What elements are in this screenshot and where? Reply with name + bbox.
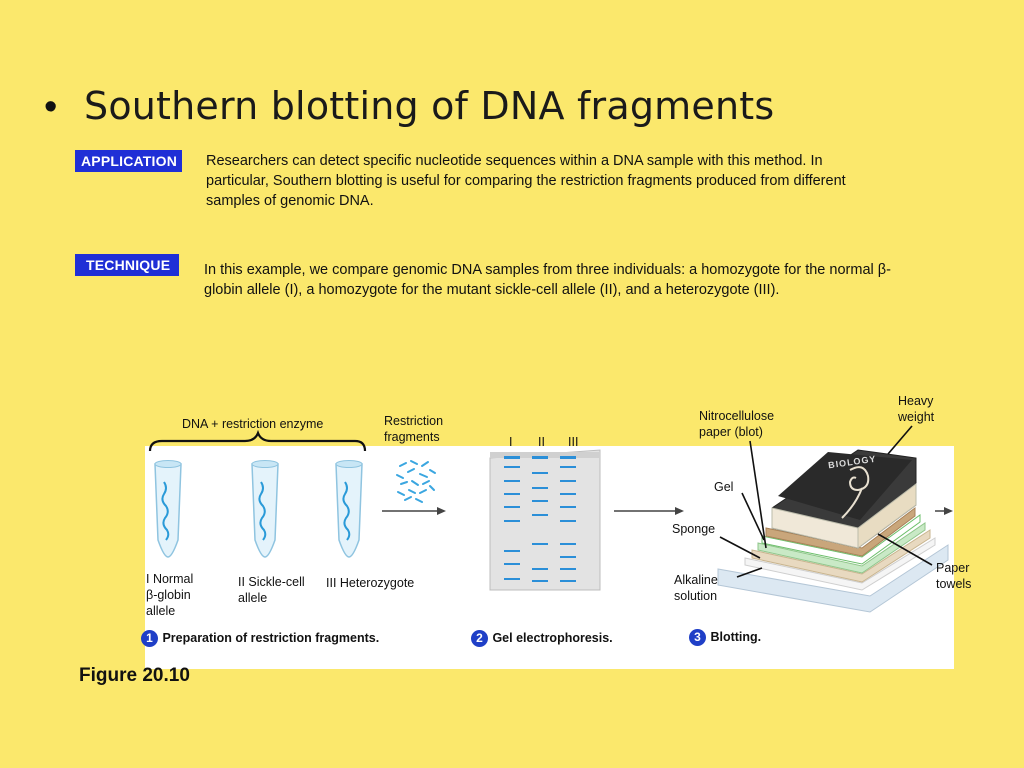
tube-2-label-line2: allele <box>238 591 268 605</box>
tube-1 <box>154 460 182 558</box>
slide-title: Southern blotting of DNA fragments <box>84 84 775 128</box>
application-text: Researchers can detect specific nucleoti… <box>206 153 846 209</box>
gel-bands <box>504 456 576 582</box>
step-2-number: 2 <box>471 630 488 647</box>
figure-caption: Figure 20.10 <box>79 665 190 686</box>
step-1: 1 Preparation of restriction fragments. <box>141 629 379 647</box>
label-sponge: Sponge <box>672 522 716 536</box>
technique-badge: TECHNIQUE <box>75 254 180 276</box>
label-heavy-weight-line1: Heavy <box>898 394 934 408</box>
label-fragments-line2: fragments <box>384 430 440 444</box>
step-1-number: 1 <box>141 630 158 647</box>
step-1-label: Preparation of restriction fragments. <box>162 631 380 645</box>
tube-2-label: II Sickle-cell allele <box>238 574 305 606</box>
arrow-2 <box>614 507 684 515</box>
label-nitrocellulose-line2: paper (blot) <box>699 425 763 439</box>
label-fragments: Restriction fragments <box>384 413 443 445</box>
label-heavy-weight-line2: weight <box>898 410 935 424</box>
label-paper-towels: Paper towels <box>936 560 971 592</box>
lane-label-2: II <box>538 435 545 449</box>
label-paper-towels-line2: towels <box>936 577 972 591</box>
step-3-label: Blotting. <box>710 630 762 644</box>
tube-1-label-line3: allele <box>146 604 176 618</box>
step-3: 3 Blotting. <box>689 628 761 646</box>
gel-slab <box>489 449 601 591</box>
label-paper-towels-line1: Paper <box>936 561 970 575</box>
tube-1-label-line1: I Normal <box>146 572 194 586</box>
arrow-3 <box>935 507 953 515</box>
technique-text: In this example, we compare genomic DNA … <box>204 262 891 298</box>
restriction-fragments <box>396 460 436 503</box>
step-2-label: Gel electrophoresis. <box>492 631 613 645</box>
tube-3 <box>335 460 363 558</box>
label-alkaline-line1: Alkaline <box>674 573 718 587</box>
title-bullet: • <box>44 86 58 128</box>
label-alkaline-line2: solution <box>674 589 718 603</box>
application-badge: APPLICATION <box>75 150 183 172</box>
lane-label-1: I <box>509 435 513 449</box>
step-3-number: 3 <box>689 629 706 646</box>
label-nitrocellulose: Nitrocellulose paper (blot) <box>699 408 774 440</box>
tube-3-label: III Heterozygote <box>326 576 415 590</box>
tube-1-label-line2: β-globin <box>146 588 191 602</box>
label-heavy-weight: Heavy weight <box>898 393 934 425</box>
blotting-apparatus <box>717 449 949 613</box>
label-gel: Gel <box>714 480 734 494</box>
label-enzyme: DNA + restriction enzyme <box>182 417 324 431</box>
tube-2 <box>251 460 279 558</box>
tube-2-label-line1: II Sickle-cell <box>238 575 305 589</box>
tube-1-label: I Normal β-globin allele <box>146 571 193 619</box>
step-2: 2 Gel electrophoresis. <box>471 629 613 647</box>
label-fragments-line1: Restriction <box>384 414 444 428</box>
arrow-1 <box>382 507 446 515</box>
lane-label-3: III <box>568 435 579 449</box>
label-alkaline: Alkaline solution <box>674 572 718 604</box>
enzyme-brace <box>148 429 367 452</box>
leader-lines <box>719 425 933 578</box>
label-nitrocellulose-line1: Nitrocellulose <box>699 409 775 423</box>
